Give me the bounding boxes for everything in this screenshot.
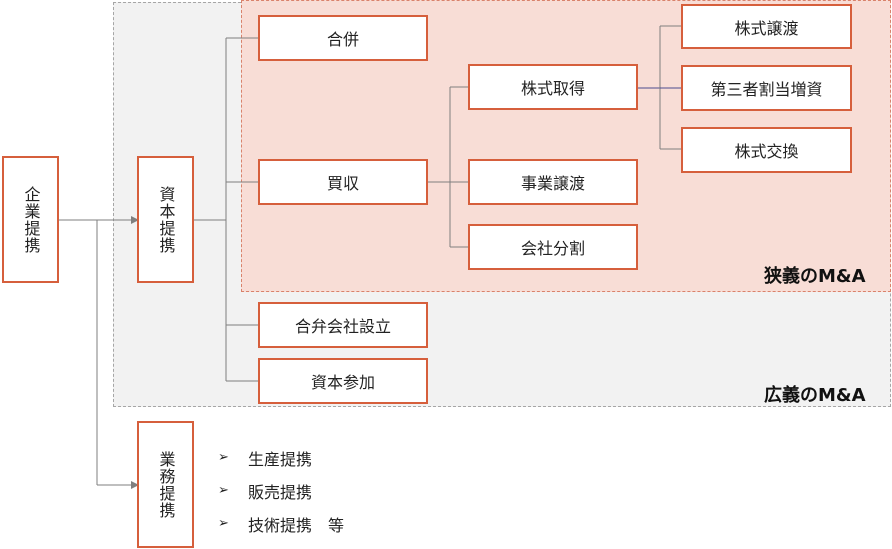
list-item: ➢ 生産提携	[218, 441, 344, 474]
arrow-bullet-icon: ➢	[218, 483, 229, 498]
narrow-ma-label: 狭義のM&A	[764, 266, 866, 287]
kigyo-teikei-box: 企業提携	[2, 156, 59, 283]
kabushiki-kokan-box: 株式交換	[681, 127, 852, 173]
kabushiki-shutoku-box: 株式取得	[468, 64, 638, 110]
gyomu-teikei-box: 業務提携	[137, 421, 194, 548]
daisansha-box: 第三者割当増資	[681, 65, 852, 111]
baishu-box: 買収	[258, 159, 428, 205]
list-item: ➢ 販売提携	[218, 474, 344, 507]
shihon-teikei-box: 資本提携	[137, 156, 194, 283]
list-item-text: 生産提携	[248, 449, 313, 469]
shihon-sanka-box: 資本参加	[258, 358, 428, 404]
list-item-text: 技術提携 等	[248, 515, 345, 535]
broad-ma-label: 広義のM&A	[764, 385, 866, 406]
kaisha-bunkatsu-box: 会社分割	[468, 224, 638, 270]
gappei-box: 合併	[258, 15, 428, 61]
list-item-text: 販売提携	[248, 482, 313, 502]
kabushiki-joto-box: 株式譲渡	[681, 4, 852, 49]
jigyo-joto-box: 事業譲渡	[468, 159, 638, 205]
arrow-bullet-icon: ➢	[218, 516, 229, 531]
gyomu-teikei-list: ➢ 生産提携 ➢ 販売提携 ➢ 技術提携 等	[218, 441, 344, 540]
gouben-box: 合弁会社設立	[258, 302, 428, 348]
arrow-bullet-icon: ➢	[218, 450, 229, 465]
list-item: ➢ 技術提携 等	[218, 507, 344, 540]
